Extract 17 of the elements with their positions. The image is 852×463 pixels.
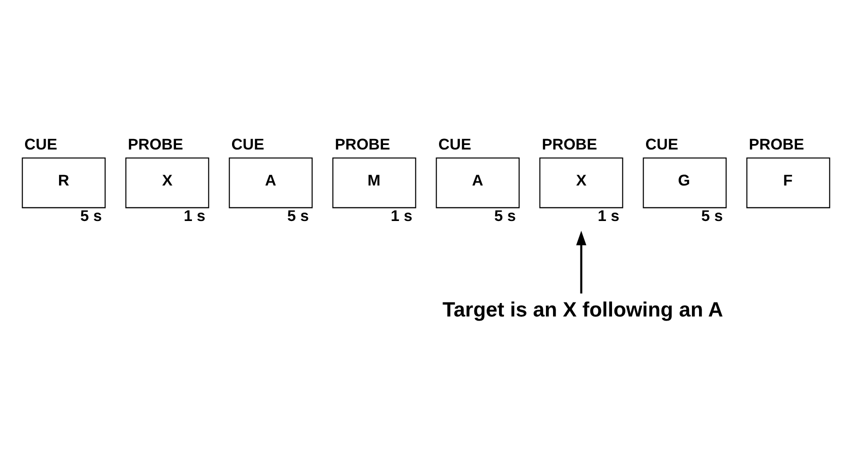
- arrow: [576, 230, 586, 294]
- node-label: PROBE: [748, 136, 804, 154]
- node-label: 1 s: [184, 208, 206, 226]
- node-text: Target is an X following an A: [442, 298, 724, 322]
- node-label: 1 s: [390, 208, 412, 226]
- node-label: PROBE: [128, 136, 184, 154]
- node-label: PROBE: [334, 136, 390, 154]
- node-label: 1 s: [598, 208, 620, 226]
- node-label: CUE: [438, 136, 472, 154]
- node-label: 5 s: [494, 208, 516, 226]
- node-label: 5 s: [80, 208, 102, 226]
- node-label: CUE: [24, 136, 58, 154]
- node-label: PROBE: [542, 136, 598, 154]
- node-label: CUE: [231, 136, 264, 154]
- node-label: 5 s: [701, 208, 723, 226]
- node-label: 5 s: [287, 208, 309, 226]
- node-label: CUE: [645, 136, 678, 154]
